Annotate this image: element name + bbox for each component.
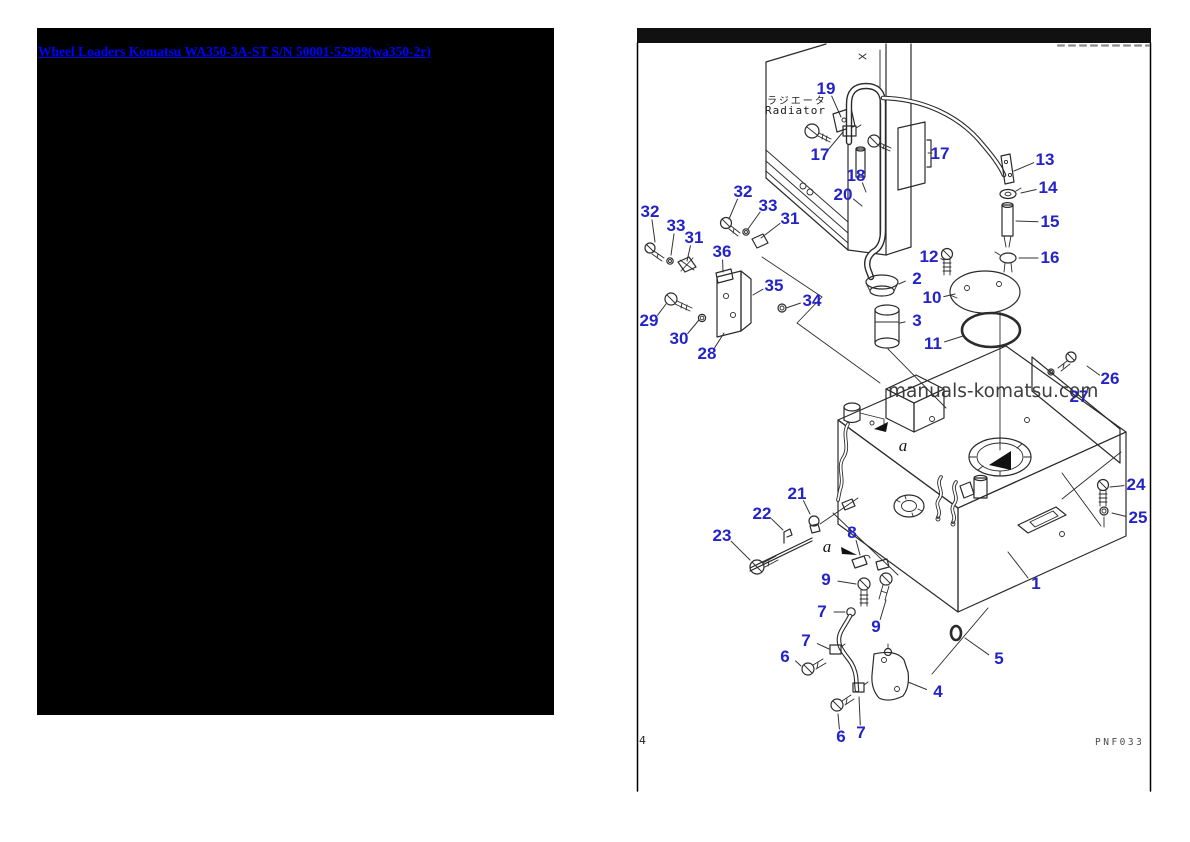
callout-31[interactable]: 31 — [684, 228, 704, 247]
callout-15[interactable]: 15 — [1040, 212, 1060, 231]
callout-23[interactable]: 23 — [712, 526, 732, 545]
callout-26[interactable]: 26 — [1100, 369, 1120, 388]
callout-6[interactable]: 6 — [780, 647, 790, 666]
callout-12[interactable]: 12 — [919, 247, 939, 266]
callout-29[interactable]: 29 — [639, 311, 659, 330]
ref-letter-a: a — [898, 436, 908, 455]
left-black-panel: Wheel Loaders Komatsu WA350-3A-ST S/N 50… — [37, 28, 554, 715]
callout-17-2[interactable]: 17 — [930, 144, 950, 163]
callout-32-2[interactable]: 32 — [733, 182, 753, 201]
callout-1[interactable]: 1 — [1031, 574, 1041, 593]
callout-4[interactable]: 4 — [933, 682, 943, 701]
callout-9-2[interactable]: 9 — [871, 617, 881, 636]
callout-17[interactable]: 17 — [810, 145, 830, 164]
callout-19[interactable]: 19 — [816, 79, 836, 98]
radiator-label-jp: ラジエータ — [767, 96, 827, 107]
callout-22[interactable]: 22 — [752, 504, 772, 523]
callout-24[interactable]: 24 — [1126, 475, 1146, 494]
callout-30[interactable]: 30 — [669, 329, 689, 348]
callout-7[interactable]: 7 — [817, 602, 827, 621]
callout-36[interactable]: 36 — [712, 242, 732, 261]
tank-drawing — [836, 345, 1127, 613]
callout-9[interactable]: 9 — [821, 570, 831, 589]
callout-28[interactable]: 28 — [697, 344, 717, 363]
callout-18[interactable]: 18 — [846, 166, 866, 185]
watermark: manuals-komatsu.com — [888, 381, 1099, 402]
callout-6-2[interactable]: 6 — [836, 727, 846, 746]
callout-14[interactable]: 14 — [1038, 178, 1058, 197]
filler-parts — [761, 256, 1022, 451]
ref-letter-a-2: a — [822, 537, 832, 556]
callout-31-2[interactable]: 31 — [780, 209, 800, 228]
callout-10[interactable]: 10 — [922, 288, 942, 307]
callout-5[interactable]: 5 — [994, 649, 1004, 668]
overflow-tube-parts — [940, 153, 1022, 276]
callout-20[interactable]: 20 — [833, 185, 853, 204]
manual-title-link[interactable]: Wheel Loaders Komatsu WA350-3A-ST S/N 50… — [38, 44, 431, 59]
callout-leader-lines — [651, 95, 1127, 730]
callout-7-3[interactable]: 7 — [856, 723, 866, 742]
drain-parts — [749, 497, 989, 712]
radiator-drawing — [765, 43, 1007, 281]
callout-33[interactable]: 33 — [666, 216, 686, 235]
callout-35[interactable]: 35 — [764, 276, 784, 295]
callout-25[interactable]: 25 — [1128, 508, 1148, 527]
callout-3[interactable]: 3 — [912, 311, 922, 330]
bracket-parts — [644, 216, 787, 338]
callout-32[interactable]: 32 — [640, 202, 660, 221]
callout-21[interactable]: 21 — [787, 484, 807, 503]
callout-33-2[interactable]: 33 — [758, 196, 778, 215]
callout-27[interactable]: 27 — [1069, 387, 1089, 406]
callout-11[interactable]: 11 — [924, 334, 942, 353]
callout-16[interactable]: 16 — [1040, 248, 1060, 267]
diagram-frame — [636, 28, 1152, 792]
callout-34[interactable]: 34 — [802, 291, 822, 310]
radiator-label-en: Radiator — [765, 104, 826, 117]
callout-7-2[interactable]: 7 — [801, 631, 811, 650]
callout-2[interactable]: 2 — [912, 269, 922, 288]
drawing-code: PNF033 — [1095, 737, 1145, 748]
sheet-number: 4 — [639, 734, 646, 747]
callout-13[interactable]: 13 — [1035, 150, 1055, 169]
callout-8[interactable]: 8 — [847, 523, 857, 542]
